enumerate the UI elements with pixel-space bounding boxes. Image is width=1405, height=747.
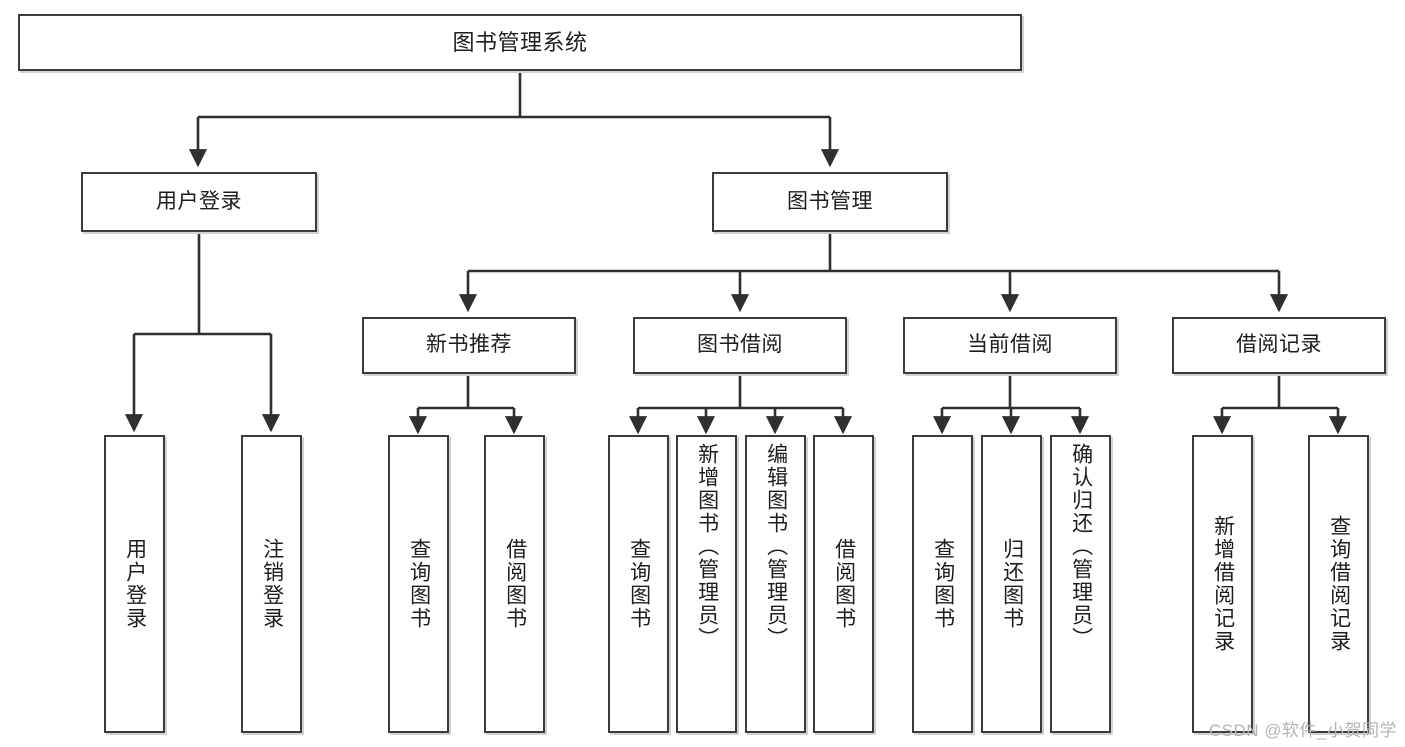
- leaf-borrow-book-2[interactable]: 借阅图书: [813, 435, 874, 733]
- node-current-borrow[interactable]: 当前借阅: [903, 317, 1117, 374]
- leaf-confirm-return-label: 确认归还（管理员）: [1069, 443, 1093, 650]
- node-new-book-recommend-label: 新书推荐: [426, 333, 512, 357]
- node-user-login-label: 用户登录: [156, 189, 242, 213]
- leaf-edit-book[interactable]: 编辑图书（管理员）: [745, 435, 806, 733]
- leaf-user-login-label: 用户登录: [123, 538, 147, 630]
- leaf-add-record-label: 新增借阅记录: [1211, 515, 1235, 653]
- leaf-query-book-2[interactable]: 查询图书: [608, 435, 669, 733]
- leaf-borrow-book-1[interactable]: 借阅图书: [484, 435, 545, 733]
- leaf-confirm-return[interactable]: 确认归还（管理员）: [1050, 435, 1111, 733]
- leaf-add-book-label: 新增图书（管理员）: [695, 443, 719, 650]
- leaf-return-book-label: 归还图书: [1000, 538, 1024, 630]
- leaf-query-book-3-label: 查询图书: [931, 538, 955, 630]
- node-book-manage-label: 图书管理: [787, 189, 873, 213]
- node-borrow-record[interactable]: 借阅记录: [1172, 317, 1386, 374]
- node-user-login[interactable]: 用户登录: [81, 172, 317, 232]
- leaf-borrow-book-1-label: 借阅图书: [503, 538, 527, 630]
- leaf-add-book[interactable]: 新增图书（管理员）: [676, 435, 737, 733]
- node-new-book-recommend[interactable]: 新书推荐: [362, 317, 576, 374]
- leaf-logout-login[interactable]: 注销登录: [241, 435, 302, 733]
- leaf-return-book[interactable]: 归还图书: [981, 435, 1042, 733]
- leaf-borrow-book-2-label: 借阅图书: [832, 538, 856, 630]
- leaf-query-record[interactable]: 查询借阅记录: [1308, 435, 1369, 733]
- leaf-query-record-label: 查询借阅记录: [1327, 515, 1351, 653]
- leaf-user-login[interactable]: 用户登录: [104, 435, 165, 733]
- node-book-borrow[interactable]: 图书借阅: [633, 317, 847, 374]
- node-book-manage[interactable]: 图书管理: [712, 172, 948, 232]
- leaf-add-record[interactable]: 新增借阅记录: [1192, 435, 1253, 733]
- node-book-borrow-label: 图书借阅: [697, 333, 783, 357]
- node-borrow-record-label: 借阅记录: [1236, 333, 1322, 357]
- node-root-label: 图书管理系统: [452, 29, 588, 55]
- watermark: CSDN @软件_小贺同学: [1208, 721, 1397, 740]
- leaf-edit-book-label: 编辑图书（管理员）: [764, 443, 788, 650]
- leaf-query-book-2-label: 查询图书: [627, 538, 651, 630]
- node-current-borrow-label: 当前借阅: [967, 333, 1053, 357]
- leaf-query-book-1[interactable]: 查询图书: [388, 435, 449, 733]
- leaf-query-book-1-label: 查询图书: [407, 538, 431, 630]
- leaf-logout-login-label: 注销登录: [260, 538, 284, 630]
- node-root[interactable]: 图书管理系统: [18, 14, 1022, 71]
- leaf-query-book-3[interactable]: 查询图书: [912, 435, 973, 733]
